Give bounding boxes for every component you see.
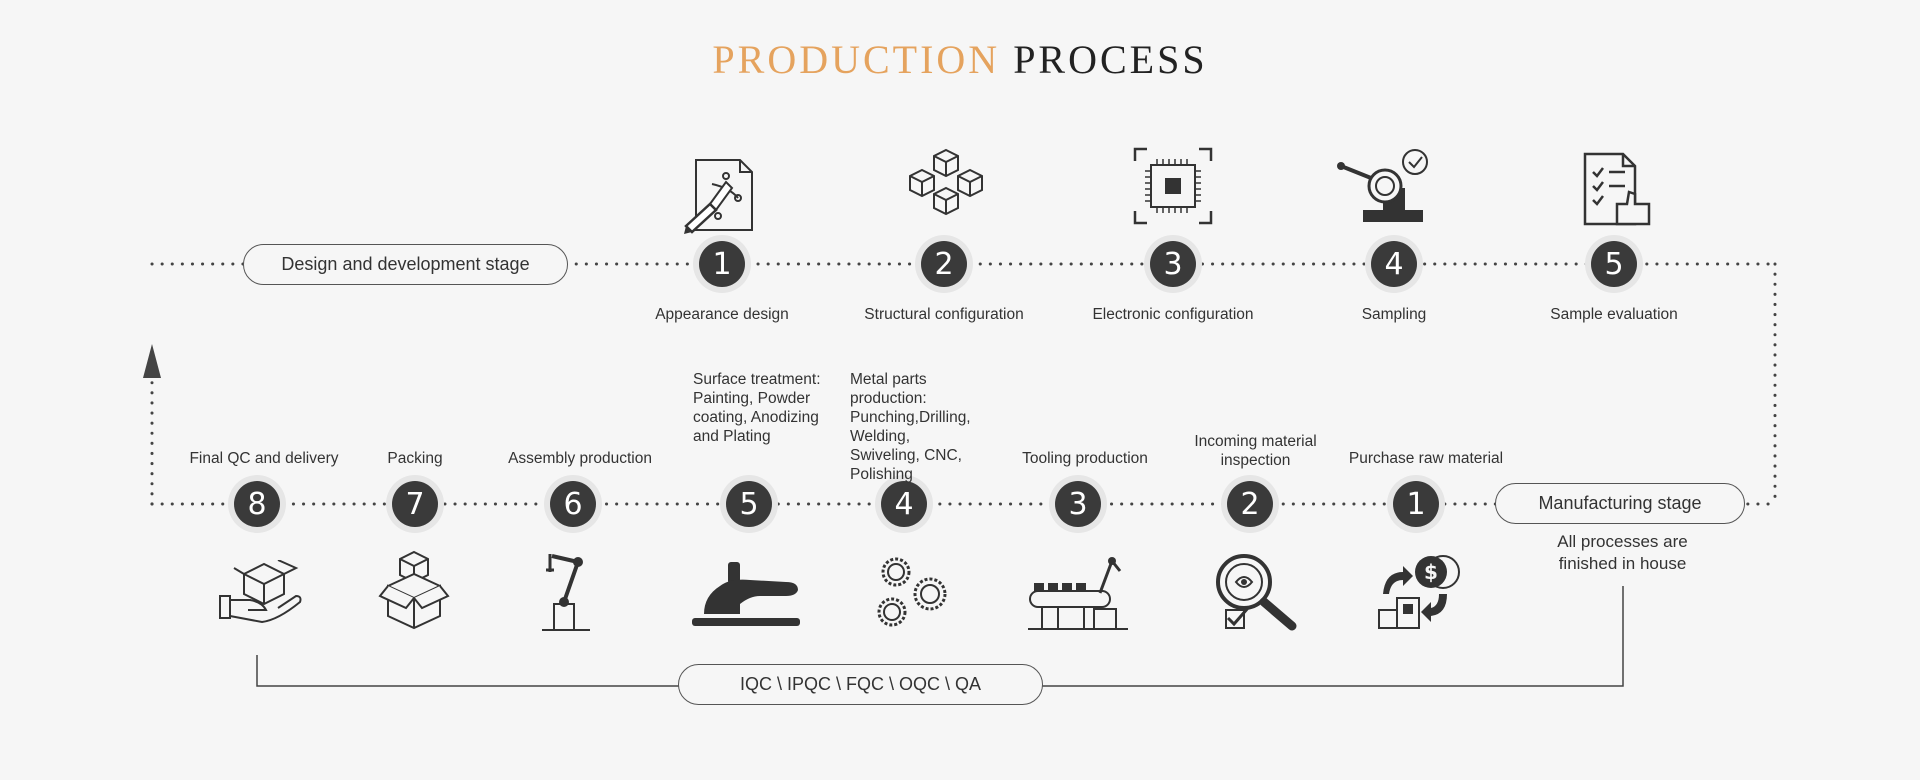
- page-title: PRODUCTION PROCESS: [0, 36, 1920, 83]
- up-arrow-icon: [143, 344, 161, 378]
- manufacturing-note: All processes are finished in house: [1557, 532, 1688, 573]
- top-step-1-number: 1: [699, 241, 745, 287]
- top-step-2-label: Structural configuration: [864, 306, 1024, 323]
- top-step-4-label: Sampling: [1361, 306, 1427, 323]
- bottom-step-8-number: 8: [234, 481, 280, 527]
- bottom-step-6-number: 6: [550, 481, 596, 527]
- title-main: PROCESS: [1013, 37, 1208, 82]
- bottom-step-7-number: 7: [392, 481, 438, 527]
- manufacturing-stage-label: Manufacturing stage: [1538, 493, 1702, 513]
- cubes-icon: [909, 148, 983, 216]
- top-step-1-label: Appearance design: [655, 306, 789, 323]
- top-step-5-number: 5: [1591, 241, 1637, 287]
- design-stage-label: Design and development stage: [281, 254, 530, 274]
- bottom-step-3-label: Tooling production: [1022, 450, 1148, 467]
- boxes-icon: [378, 550, 450, 630]
- design-stage-pill: Design and development stage: [243, 244, 568, 285]
- inspection-magnifier-icon: [1216, 554, 1297, 631]
- magnifier-check-icon: [1337, 149, 1428, 222]
- qc-bracket-line: [256, 586, 1624, 687]
- purchase-money-icon: $: [1378, 555, 1460, 629]
- bottom-step-5-number: 5: [726, 481, 772, 527]
- top-step-3-label: Electronic configuration: [1092, 306, 1254, 323]
- polisher-icon: [692, 562, 800, 626]
- top-step-4-number: 4: [1371, 241, 1417, 287]
- bottom-step-6-label: Assembly production: [508, 450, 652, 467]
- checklist-thumb-icon: [1583, 152, 1651, 226]
- bottom-step-1-label: Purchase raw material: [1348, 450, 1504, 467]
- svg-text:$: $: [1424, 560, 1438, 584]
- bottom-step-8-label: Final QC and delivery: [189, 450, 339, 467]
- bottom-step-7-label: Packing: [387, 450, 443, 467]
- pen-document-icon: [684, 159, 753, 234]
- qc-label: IQC \ IPQC \ FQC \ OQC \ QA: [739, 674, 982, 694]
- top-step-2-number: 2: [921, 241, 967, 287]
- qc-pill: IQC \ IPQC \ FQC \ OQC \ QA: [678, 664, 1043, 705]
- bottom-step-3-number: 3: [1055, 481, 1101, 527]
- bottom-step-2-number: 2: [1227, 481, 1273, 527]
- top-step-3-number: 3: [1150, 241, 1196, 287]
- chip-icon: [1133, 147, 1213, 225]
- box-hand-icon: [219, 560, 302, 624]
- bottom-step-1-number: 1: [1393, 481, 1439, 527]
- tooling-conveyor-icon: [1028, 557, 1128, 630]
- bottom-step-4-number: 4: [881, 481, 927, 527]
- robot-arm-icon: [542, 554, 590, 631]
- bottom-step-2-label: Incoming material inspection: [1194, 433, 1317, 469]
- bottom-step-5-label: Surface treatment: Painting, Powder coat…: [693, 371, 821, 445]
- top-step-5-label: Sample evaluation: [1550, 306, 1678, 323]
- bottom-step-4-label: Metal parts production: Punching,Drillin…: [850, 371, 971, 483]
- title-accent: PRODUCTION: [712, 37, 1001, 82]
- manufacturing-stage-pill: Manufacturing stage: [1495, 483, 1745, 524]
- gears-icon: [877, 557, 947, 627]
